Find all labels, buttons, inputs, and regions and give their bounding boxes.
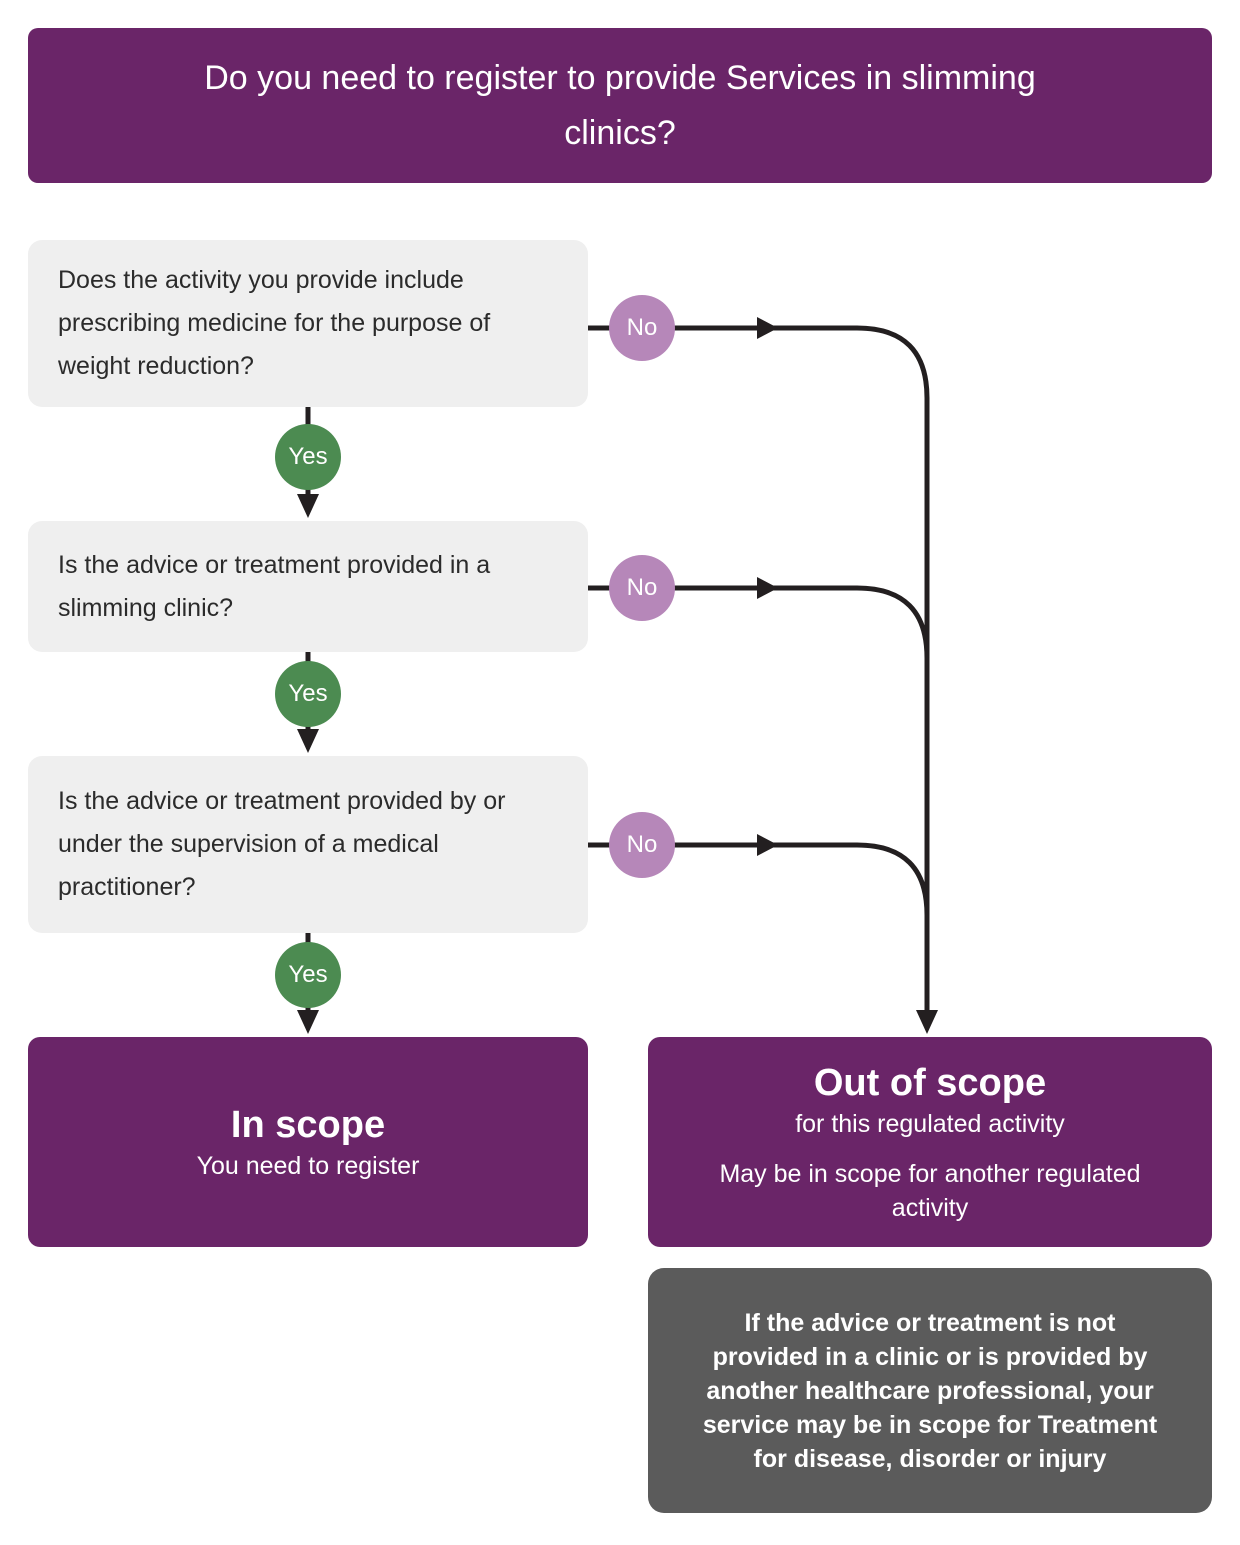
yes-badge-3-label: Yes <box>288 961 328 988</box>
yes-1-arrowhead <box>297 494 319 518</box>
no-2-connector <box>588 585 930 659</box>
no-2-arrowhead <box>757 577 778 599</box>
page-title: Do you need to register to provide Servi… <box>204 58 1036 152</box>
out-of-scope-box: Out of scope for this regulated activity… <box>648 1037 1212 1247</box>
out-of-scope-arrowhead <box>916 1010 938 1034</box>
no-badge-3-label: No <box>626 831 658 858</box>
no-badge-2: No <box>609 555 675 621</box>
yes-badge-1-label: Yes <box>288 443 328 470</box>
in-scope-title: In scope <box>230 1104 386 1146</box>
question-3-text: Is the advice or treatment provided by o… <box>58 787 506 901</box>
yes-3-arrowhead <box>297 1010 319 1034</box>
question-1-text: Does the activity you provide include pr… <box>58 266 491 380</box>
question-box-3: Is the advice or treatment provided by o… <box>28 756 588 933</box>
no-3-connector <box>588 842 930 916</box>
out-of-scope-note: May be in scope for another regulated ac… <box>719 1160 1141 1222</box>
no-badge-1: No <box>609 295 675 361</box>
yes-badge-1: Yes <box>275 424 341 490</box>
footnote-text: If the advice or treatment is not provid… <box>702 1308 1158 1473</box>
question-2-text: Is the advice or treatment provided in a… <box>58 550 491 622</box>
yes-badge-2: Yes <box>275 661 341 727</box>
no-badge-2-label: No <box>626 574 658 601</box>
out-of-scope-subtitle: for this regulated activity <box>795 1110 1065 1138</box>
no-1-connector <box>588 325 930 1012</box>
yes-2-arrowhead <box>297 729 319 753</box>
question-box-1: Does the activity you provide include pr… <box>28 240 588 407</box>
no-3-arrowhead <box>757 834 778 856</box>
yes-badge-2-label: Yes <box>288 680 328 707</box>
out-of-scope-title: Out of scope <box>813 1062 1047 1104</box>
yes-badge-3: Yes <box>275 942 341 1008</box>
in-scope-box: In scope You need to register <box>28 1037 588 1247</box>
no-badge-1-label: No <box>626 314 658 341</box>
title-banner: Do you need to register to provide Servi… <box>28 28 1212 183</box>
no-badge-3: No <box>609 812 675 878</box>
in-scope-subtitle: You need to register <box>196 1152 420 1180</box>
no-1-arrowhead <box>757 317 778 339</box>
footnote-box: If the advice or treatment is not provid… <box>648 1268 1212 1513</box>
question-box-2: Is the advice or treatment provided in a… <box>28 521 588 652</box>
